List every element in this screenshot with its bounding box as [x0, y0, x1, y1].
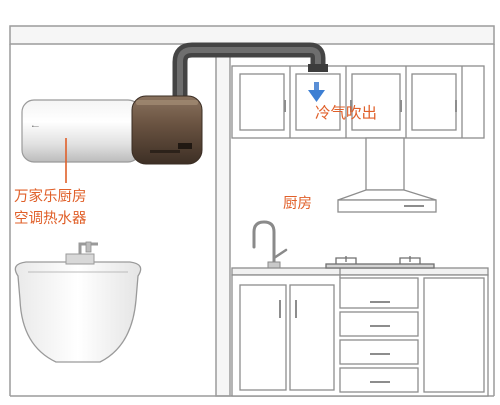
heater-brand-mark: •— [32, 124, 39, 130]
kitchen-faucet [252, 220, 288, 271]
ceiling [9, 25, 495, 45]
range-hood [337, 137, 437, 213]
upper-cabinets [231, 65, 485, 139]
gas-stove [325, 256, 435, 269]
water-heater: •— [21, 95, 203, 165]
airflow-label: 冷气吹出 [315, 104, 378, 122]
heater-tank [21, 99, 141, 163]
airflow-arrow-icon [308, 82, 325, 102]
kitchen-label: 厨房 [283, 196, 312, 212]
wall-frame [9, 25, 495, 397]
water-heater-label-line1: 万家乐厨房 [14, 189, 87, 205]
heater-heat-pump [131, 95, 203, 165]
left-partition-wall [215, 43, 231, 397]
water-heater-label-line2: 空调热水器 [14, 211, 87, 227]
base-cabinets [231, 267, 489, 397]
countertop [231, 267, 489, 276]
water-heater-label: 万家乐厨房 空调热水器 [14, 186, 87, 230]
wash-basin [14, 241, 142, 363]
air-duct [172, 42, 328, 100]
